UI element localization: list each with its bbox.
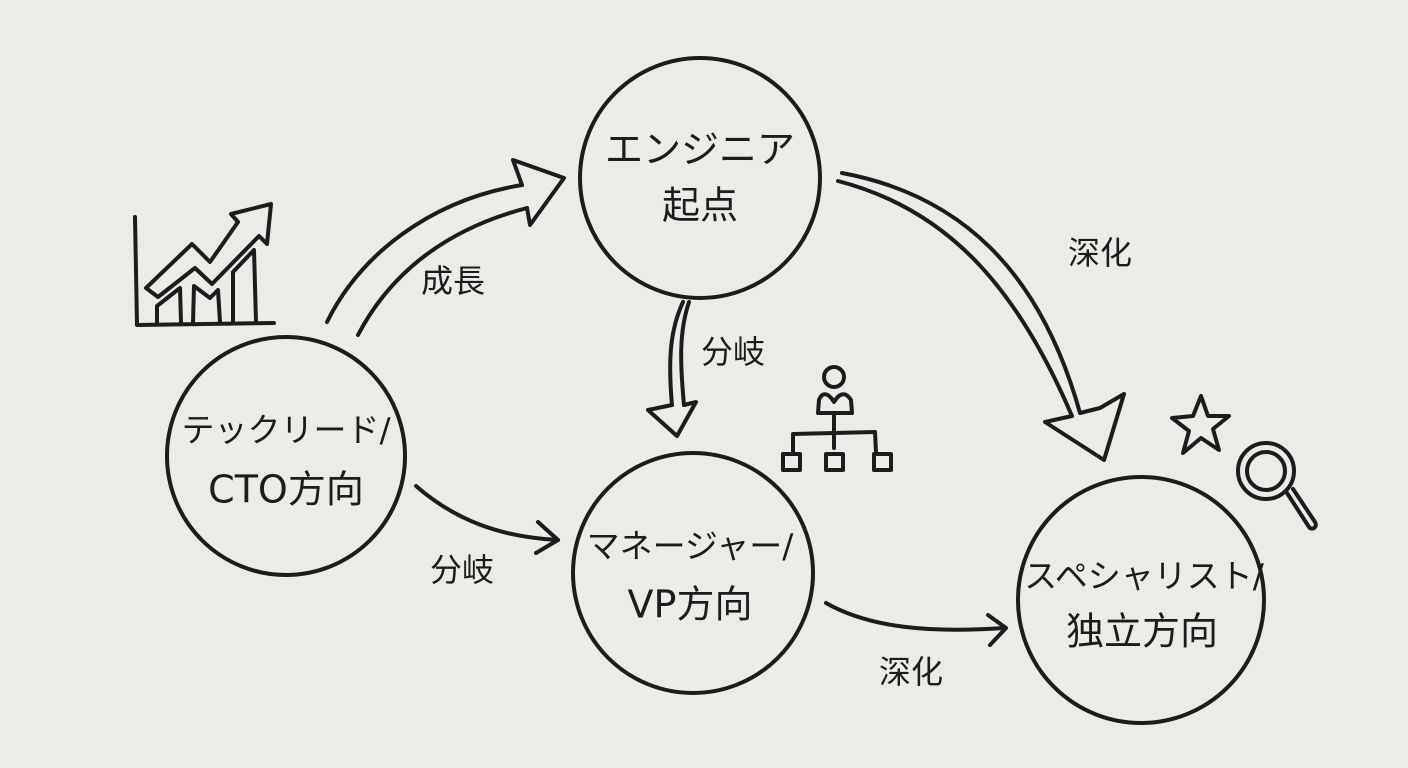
org-chart-branches [791,430,878,456]
edge-branch-down-label: 分岐 [701,333,765,371]
growth-chart-trend-arrow [144,202,273,299]
edge-deepen-arc-arrowhead [1043,392,1126,462]
edge-deepen-arc-label: 深化 [1068,234,1132,272]
node-engineer-label-line2: 起点 [662,184,738,228]
edge-deepen-arrowhead [986,613,1008,647]
org-chart-node-3 [872,452,893,472]
edge-deepen-arc-arrow: 深化 [836,171,1132,462]
edge-branch-arrow: 分岐 [414,484,560,589]
magnifier-lens-outer [1236,441,1296,501]
star-shape [1170,394,1231,455]
org-chart-node-1 [781,452,802,472]
edge-branch-down-inner [679,300,691,407]
growth-chart-bar-1 [155,286,183,325]
edge-growth-arrow-outer [325,183,524,324]
node-engineer-circle [578,56,822,300]
node-specialist-label-line2: 独立方向 [1066,610,1218,654]
edge-deepen-line [824,601,1006,632]
node-techlead-label-line2: CTO方向 [208,468,364,512]
edge-growth-label: 成長 [421,262,485,300]
edge-branch-arrowhead [534,520,560,555]
node-specialist-label-line1: スペシャリスト/ [1024,557,1265,596]
growth-chart-bar-2 [191,284,222,324]
magnifier-handle [1285,487,1318,531]
growth-chart-axes [133,215,276,327]
magnifier-icon [1236,441,1318,531]
edge-deepen-arc-inner [836,179,1074,418]
edge-branch-down-arrow: 分岐 [646,300,765,438]
node-techlead-label-line1: テックリード/ [181,411,391,450]
edge-growth-arrow: 成長 [325,158,566,337]
edge-branch-label: 分岐 [430,551,494,589]
node-manager: マネージャー/ VP方向 [571,451,815,695]
edge-growth-arrowhead [511,158,566,227]
node-specialist-circle [1016,475,1266,725]
node-manager-circle [571,451,815,695]
org-chart-node-2 [824,452,845,472]
edge-deepen-arc-outer [840,171,1082,415]
node-manager-label-line2: VP方向 [628,583,753,627]
star-icon [1170,394,1231,455]
edge-branch-down-outer [668,300,685,407]
growth-chart-icon [133,202,276,327]
edge-deepen-arrow: 深化 [824,601,1008,691]
node-engineer-label-line1: エンジニア [605,128,795,172]
growth-chart-bar-3 [231,248,258,324]
node-manager-label-line1: マネージャー/ [587,527,795,566]
edge-deepen-label: 深化 [879,653,943,691]
edge-branch-down-arrowhead [646,400,698,438]
org-chart-person-body [816,392,854,415]
node-specialist: スペシャリスト/ 独立方向 [1016,475,1266,725]
node-techlead-circle [165,335,407,577]
org-chart-head [822,365,846,389]
org-chart-icon [781,365,893,472]
node-engineer: エンジニア 起点 [578,56,822,300]
node-techlead: テックリード/ CTO方向 [165,335,407,577]
edge-growth-arrow-inner [356,206,529,337]
magnifier-lens-inner [1245,450,1287,492]
edge-branch-line [414,484,560,542]
